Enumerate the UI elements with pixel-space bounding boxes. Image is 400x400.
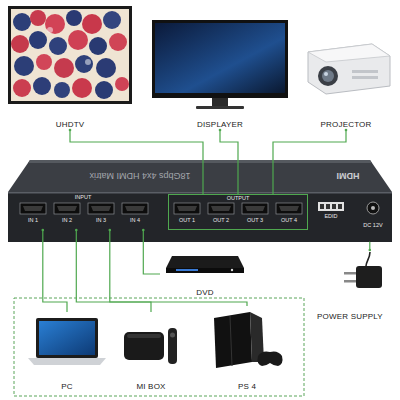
display-device: PROJECTOR <box>300 30 392 130</box>
cable-end <box>109 229 112 232</box>
hdmi-cable <box>110 230 247 306</box>
laptop-picture <box>28 318 106 365</box>
cable-end <box>142 229 145 232</box>
output-panel: OUTPUT <box>168 194 308 230</box>
input-panel: INPUT <box>16 194 150 230</box>
dvd-player-picture <box>166 256 244 273</box>
cable-end <box>42 229 45 232</box>
cable-end <box>345 129 348 132</box>
device-label: DISPLAYER <box>197 120 243 130</box>
hdmi-cable <box>76 230 151 312</box>
console-picture <box>214 312 283 368</box>
display-device: DISPLAYER <box>150 16 290 130</box>
hdmi-cable <box>70 130 203 194</box>
cable-end <box>219 129 222 132</box>
projector-picture <box>308 44 390 94</box>
device-label: PC <box>61 382 73 392</box>
hdmi-cable <box>43 230 67 312</box>
monitor-picture <box>152 20 288 109</box>
cable-end <box>69 129 72 132</box>
cable-end <box>75 229 78 232</box>
uhdtv-picture <box>8 6 132 104</box>
hdmi-port <box>20 203 302 214</box>
source-device: PC <box>24 312 110 392</box>
device-label: PROJECTOR <box>321 120 372 130</box>
hdmi-matrix: 18Gbps 4x4 HDMI Matrix HDMI INPUT OUTPUT <box>8 160 392 242</box>
hdmi-cable <box>369 242 370 250</box>
source-device: DVD <box>160 250 250 298</box>
source-group-box <box>14 298 304 396</box>
source-device: MI BOX <box>118 312 184 392</box>
device-label: POWER SUPPLY <box>317 312 383 322</box>
source-device: PS 4 <box>200 306 294 392</box>
dc-jack <box>367 202 379 214</box>
display-device: UHDTV <box>8 4 132 130</box>
hdmi-port-inner <box>23 206 299 211</box>
hdmi-cable <box>143 230 160 274</box>
power-device: POWER SUPPLY <box>305 250 395 322</box>
panel-title: OUTPUT <box>227 195 250 202</box>
cable-end <box>369 249 372 252</box>
hdmi-cable <box>220 130 238 194</box>
tv-box-picture <box>124 328 177 364</box>
device-label: UHDTV <box>56 120 85 130</box>
device-label: MI BOX <box>136 382 165 392</box>
device-label: PS 4 <box>238 382 256 392</box>
product-name: 18Gbps 4x4 HDMI Matrix <box>74 170 206 181</box>
power-adapter-picture <box>344 252 382 288</box>
brand-logo: HDMI <box>326 170 370 181</box>
hdmi-cable <box>273 130 346 194</box>
device-label: DVD <box>196 288 214 298</box>
dip-switch <box>318 202 344 211</box>
panel-title: INPUT <box>75 194 92 201</box>
